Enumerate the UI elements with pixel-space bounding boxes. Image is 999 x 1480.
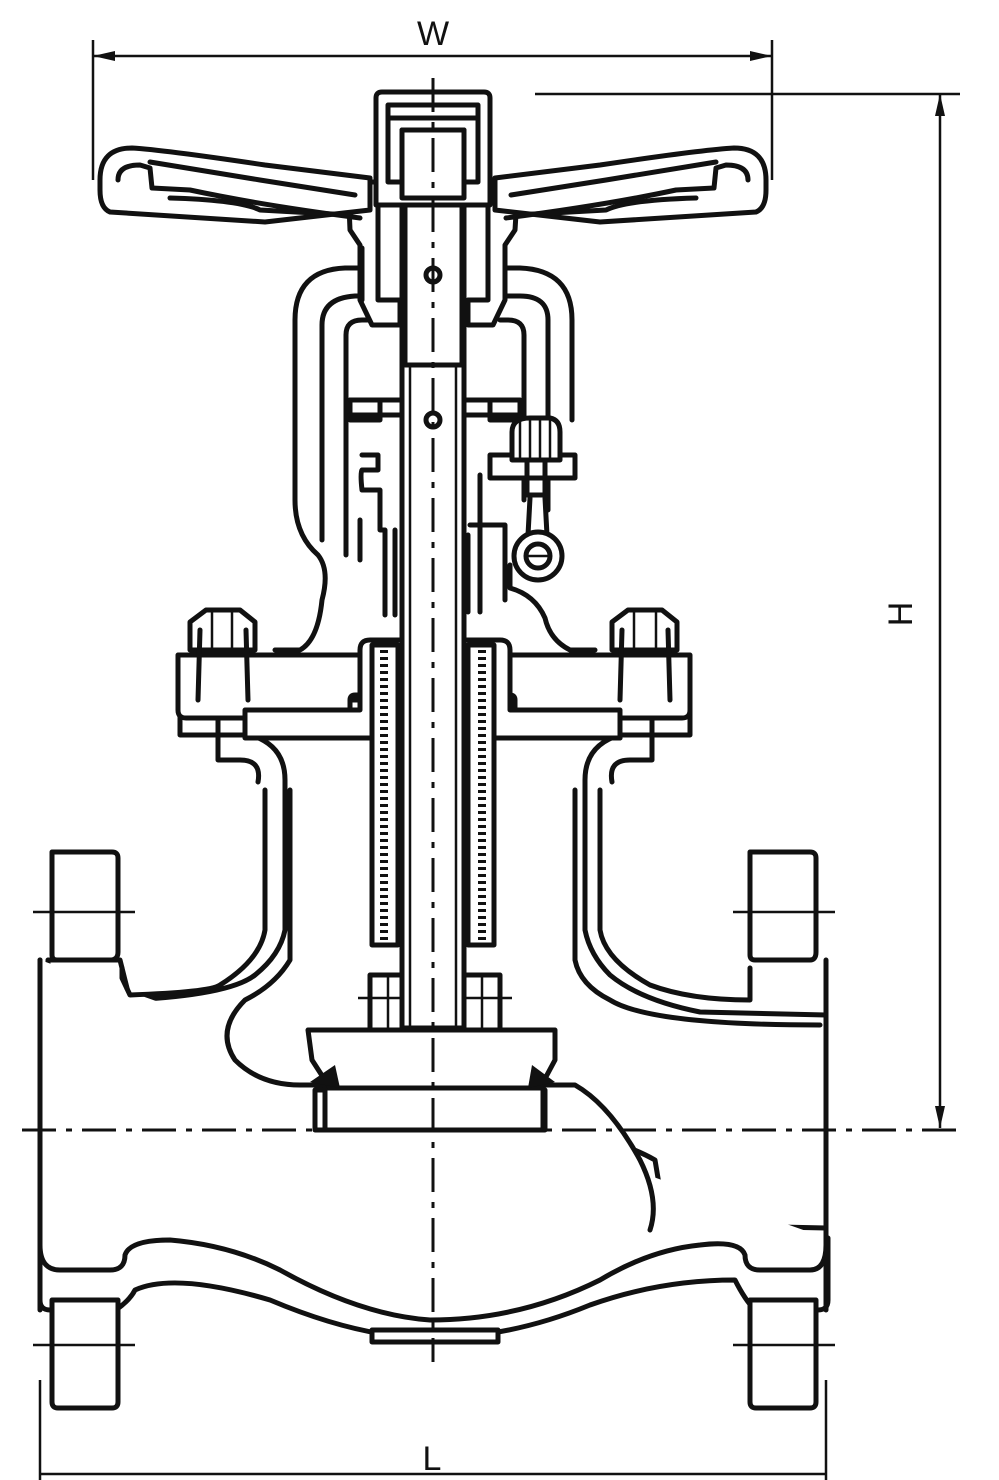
lock-indicator: [509, 415, 565, 583]
bonnet-bolt-left: [187, 607, 258, 703]
bonnet-bolt-right: [609, 607, 680, 703]
bellows: [369, 642, 497, 948]
height-dimension: H: [535, 92, 960, 1128]
width-label: W: [417, 15, 449, 53]
width-dimension: W: [91, 15, 774, 180]
handwheel: [97, 89, 769, 225]
length-label: L: [423, 1440, 442, 1478]
center-lines: [22, 78, 960, 1362]
height-label: H: [882, 602, 920, 627]
length-dimension: L: [38, 1380, 828, 1480]
